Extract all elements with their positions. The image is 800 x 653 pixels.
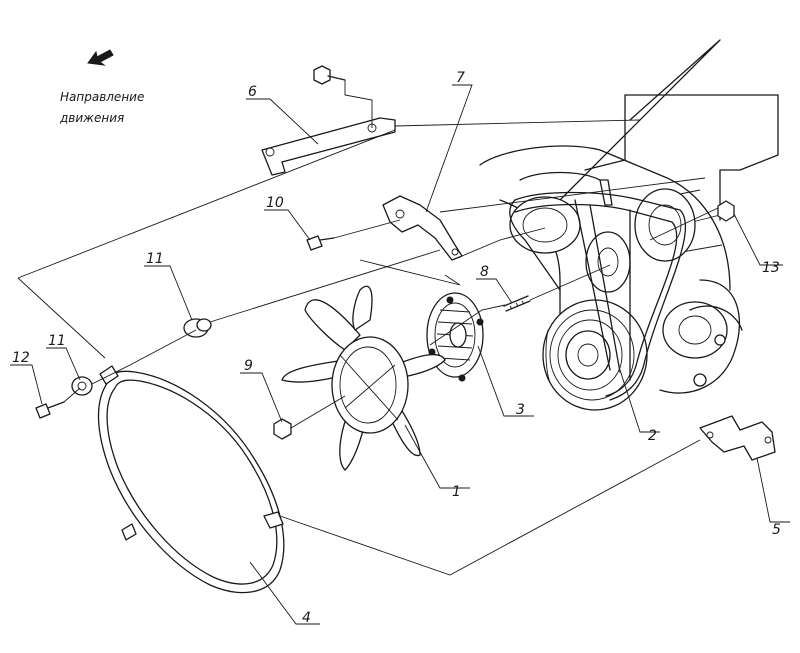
bushing-11-upper bbox=[183, 318, 212, 338]
callout-5: 5 bbox=[772, 522, 781, 538]
callout-12: 12 bbox=[12, 350, 30, 366]
fan-clutch bbox=[426, 292, 484, 382]
callout-10: 10 bbox=[266, 195, 284, 211]
direction-label-line1: Направление bbox=[60, 90, 144, 104]
nut-13 bbox=[717, 200, 735, 222]
nut-9 bbox=[273, 418, 292, 440]
lower-bracket bbox=[699, 415, 776, 461]
upper-bracket bbox=[261, 65, 396, 176]
callout-leaders bbox=[10, 84, 790, 625]
callout-13: 13 bbox=[762, 260, 780, 276]
callout-3: 3 bbox=[516, 402, 525, 418]
fan bbox=[281, 285, 446, 471]
callout-8: 8 bbox=[480, 264, 489, 280]
callout-labels: 1 2 3 4 5 6 7 8 9 10 11 11 12 13 bbox=[12, 70, 781, 626]
callout-11-lower: 11 bbox=[48, 333, 66, 349]
callout-2: 2 bbox=[648, 428, 657, 444]
callout-1: 1 bbox=[452, 484, 461, 500]
bolt-10 bbox=[306, 235, 335, 251]
callout-6: 6 bbox=[248, 84, 257, 100]
direction-label-line2: движения bbox=[59, 111, 124, 125]
callout-11-upper: 11 bbox=[146, 251, 164, 267]
crankshaft-pulley bbox=[542, 299, 648, 411]
mount-bracket bbox=[382, 195, 463, 261]
callout-9: 9 bbox=[244, 358, 253, 374]
bolt-12 bbox=[35, 401, 65, 419]
direction-arrow-icon bbox=[87, 49, 114, 66]
drive-belt bbox=[509, 191, 687, 401]
assembly-lines bbox=[17, 80, 719, 576]
callout-4: 4 bbox=[302, 610, 311, 626]
shroud-ring bbox=[97, 365, 285, 594]
alternator-assembly bbox=[509, 179, 743, 387]
direction-indicator: Направление движения bbox=[59, 49, 144, 125]
stud-8 bbox=[503, 295, 531, 312]
callout-7: 7 bbox=[456, 70, 465, 86]
